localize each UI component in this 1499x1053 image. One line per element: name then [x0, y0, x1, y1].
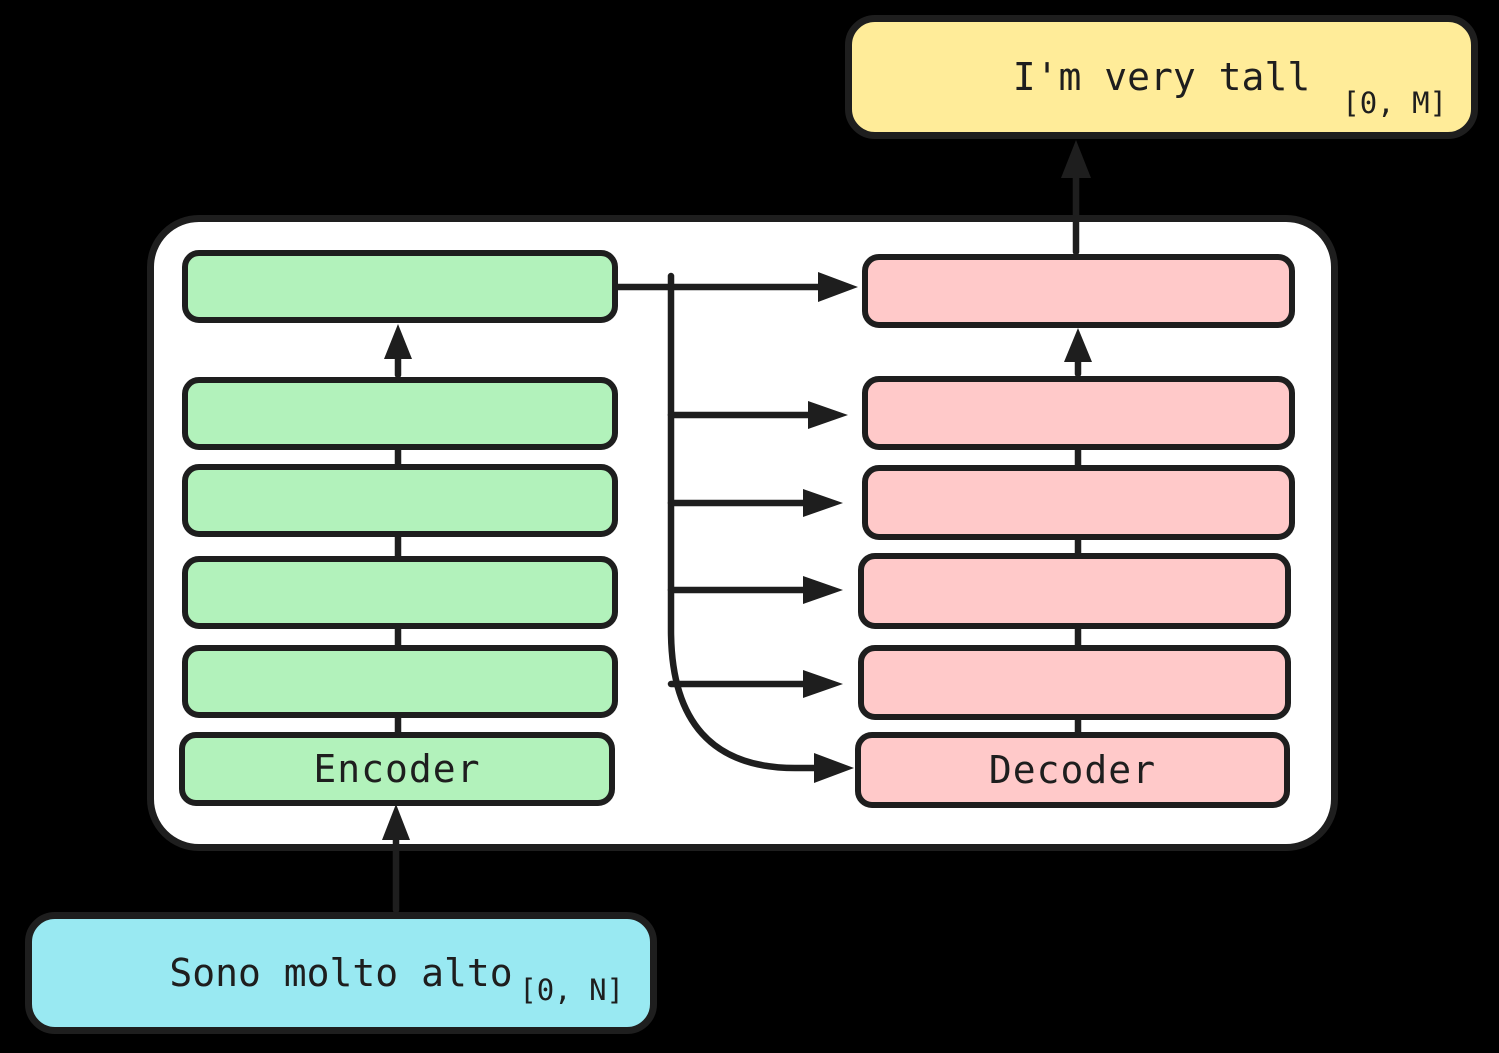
decoder-label: Decoder — [988, 748, 1157, 792]
cross-arrow-1 — [614, 272, 858, 302]
encoder-block: Encoder — [179, 732, 615, 806]
cross-arrow-3 — [667, 489, 843, 517]
decoder-layer — [862, 376, 1295, 450]
encoder-layer — [182, 464, 618, 537]
cross-arrow-2 — [667, 401, 848, 429]
encoder-layer — [182, 250, 618, 323]
decoder-block: Decoder — [855, 732, 1290, 808]
cross-arrow-5 — [667, 670, 843, 698]
output-arrow — [1061, 140, 1091, 256]
output-text: I'm very tall — [1012, 55, 1311, 99]
input-range: [0, N] — [519, 973, 624, 1007]
decoder-layer — [858, 645, 1291, 720]
cross-arrow-4 — [667, 576, 843, 604]
decoder-top-arrow — [1064, 328, 1092, 378]
decoder-layer — [862, 465, 1295, 540]
input-arrow — [382, 804, 410, 914]
input-box: Sono molto alto [0, N] — [25, 912, 657, 1034]
encoder-label: Encoder — [313, 747, 481, 791]
output-range: [0, M] — [1342, 86, 1447, 120]
encoder-top-arrow — [384, 324, 412, 379]
input-text: Sono molto alto — [169, 951, 513, 995]
decoder-layer — [862, 254, 1295, 328]
encoder-layer — [182, 645, 618, 718]
cross-trunk-and-decoder-arrow — [667, 272, 854, 783]
decoder-layer — [858, 553, 1291, 629]
encoder-layer — [182, 556, 618, 629]
encoder-layer — [182, 377, 618, 450]
output-box: I'm very tall [0, M] — [845, 15, 1478, 139]
